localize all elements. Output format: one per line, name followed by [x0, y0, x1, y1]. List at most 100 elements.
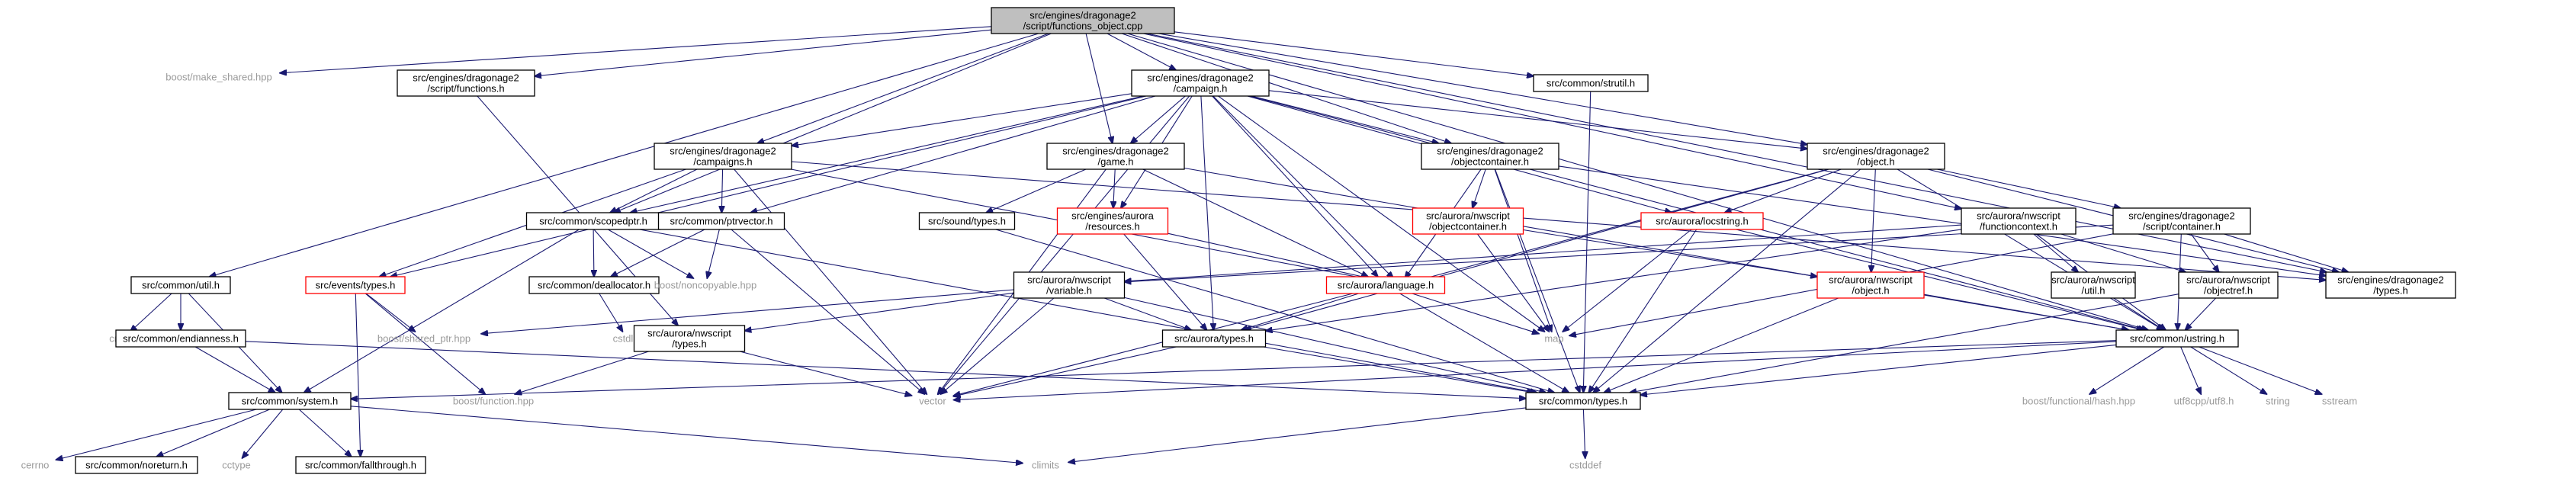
edge-language-to-ctypes [1399, 293, 1569, 393]
node-label-nwutil-1: /util.h [2081, 285, 2105, 297]
node-fallthrough[interactable]: src/common/fallthrough.h [295, 456, 426, 474]
node-hash: boost/functional/hash.hpp [2022, 396, 2135, 407]
edge-root-to-util [210, 33, 1039, 277]
node-label-climits-0: climits [1032, 460, 1060, 471]
edge-dobject-to-ctypes [1593, 168, 1861, 393]
node-label-nwobjcont-1: /objectcontainer.h [1429, 221, 1507, 233]
node-dobject[interactable]: src/engines/dragonage2/object.h [1807, 143, 1945, 170]
node-label-nwtypes-1: /types.h [672, 338, 707, 350]
node-label-objref-0: src/aurora/nwscript [2186, 274, 2270, 286]
edge-objcont-to-dtypes [1558, 165, 2326, 276]
node-label-nwtypes-0: src/aurora/nwscript [647, 328, 731, 339]
node-nwobject[interactable]: src/aurora/nwscript/object.h [1816, 271, 1925, 299]
edge-nwobject-to-ustring [1923, 294, 2129, 330]
node-label-resources-0: src/engines/aurora [1071, 210, 1154, 222]
edge-dobject-to-locstring [1725, 168, 1842, 213]
node-label-dtypes-1: /types.h [2373, 285, 2408, 297]
node-nwutil[interactable]: src/aurora/nwscript/util.h [2051, 271, 2136, 299]
edge-nwobjcont-to-map [1477, 233, 1550, 332]
node-label-nwvariable-1: /variable.h [1046, 285, 1092, 297]
node-label-dfunctions-0: src/engines/dragonage2 [413, 72, 519, 84]
edge-root-to-campaigns [757, 33, 1049, 143]
edge-campaign-to-map [1218, 95, 1545, 332]
node-dealloc[interactable]: src/common/deallocator.h [528, 276, 660, 294]
node-label-root-0: src/engines/dragonage2 [1029, 10, 1136, 21]
node-label-scontainer-1: /script/container.h [2143, 221, 2221, 233]
node-eventstypes[interactable]: src/events/types.h [305, 276, 406, 294]
node-box-campaigns [654, 143, 792, 170]
node-strutil[interactable]: src/common/strutil.h [1533, 74, 1649, 92]
node-box-fctx [1961, 207, 2077, 235]
node-label-scontainer-0: src/engines/dragonage2 [2128, 210, 2235, 222]
node-dtypes[interactable]: src/engines/dragonage2/types.h [2325, 271, 2456, 299]
node-nwtypes[interactable]: src/aurora/nwscript/types.h [633, 325, 746, 352]
node-box-auroratypes [1161, 329, 1267, 348]
edge-campaigns-to-dtypes [791, 161, 2326, 280]
node-soundtypes[interactable]: src/sound/types.h [918, 212, 1016, 230]
node-label-string-0: string [2266, 396, 2290, 407]
edge-locstring-to-map [1563, 229, 1692, 332]
node-label-dobject-1: /object.h [1857, 156, 1894, 168]
node-ctypes[interactable]: src/common/types.h [1525, 392, 1641, 410]
node-label-cstddef-0: cstddef [1569, 460, 1601, 471]
edge-objcont-to-nwobjcont [1473, 168, 1486, 208]
node-label-fctx-0: src/aurora/nwscript [1977, 210, 2060, 222]
edge-system-to-noreturn [156, 409, 270, 457]
edge-campaign-to-ptrvector [750, 95, 1156, 213]
node-util[interactable]: src/common/util.h [130, 276, 231, 294]
node-objcont[interactable]: src/engines/dragonage2/objectcontainer.h [1421, 143, 1559, 170]
node-layer: src/engines/dragonage2/script/functions_… [21, 7, 2456, 474]
edge-auroratypes-to-vector [954, 346, 1177, 396]
node-root[interactable]: src/engines/dragonage2/script/functions_… [991, 7, 1175, 34]
node-objref[interactable]: src/aurora/nwscript/objectref.h [2178, 271, 2279, 299]
edge-scopedptr-to-ctypes [639, 229, 1537, 393]
edge-ustring-to-ctypes [1640, 344, 2117, 395]
edge-strutil-to-ctypes [1583, 91, 1592, 393]
edge-ctypes-to-climits [1068, 407, 1527, 463]
node-ustring[interactable]: src/common/ustring.h [2115, 329, 2239, 348]
node-box-endian [115, 329, 246, 348]
node-label-ctypes-0: src/common/types.h [1539, 396, 1627, 407]
node-box-locstring [1640, 212, 1764, 230]
node-fctx[interactable]: src/aurora/nwscript/functioncontext.h [1961, 207, 2077, 235]
node-label-utf8-0: utf8cpp/utf8.h [2174, 396, 2234, 407]
node-dfunctions[interactable]: src/engines/dragonage2/script/functions.… [397, 69, 535, 97]
node-nwobjcont[interactable]: src/aurora/nwscript/objectcontainer.h [1412, 207, 1524, 235]
node-label-util-0: src/common/util.h [142, 280, 220, 291]
node-label-resources-1: /resources.h [1085, 221, 1140, 233]
edge-campaign-to-auroratypes [1200, 95, 1214, 330]
node-auroratypes[interactable]: src/aurora/types.h [1161, 329, 1267, 348]
node-scopedptr[interactable]: src/common/scopedptr.h [525, 212, 661, 230]
node-endian[interactable]: src/common/endianness.h [115, 329, 246, 348]
node-box-nwutil [2051, 271, 2136, 299]
edge-objcont-to-ctypes [1494, 168, 1580, 393]
node-nwvariable[interactable]: src/aurora/nwscript/variable.h [1013, 271, 1126, 299]
edge-language-to-auroratypes [1241, 293, 1359, 330]
edge-objref-to-ustring [2186, 297, 2217, 330]
edge-nwvariable-to-nwtypes [745, 292, 1014, 331]
node-label-soundtypes-0: src/sound/types.h [928, 216, 1006, 227]
node-ptrvector[interactable]: src/common/ptrvector.h [657, 212, 785, 230]
node-system[interactable]: src/common/system.h [228, 392, 352, 410]
edge-campaign-to-objcont [1251, 95, 1438, 143]
node-box-nwobjcont [1412, 207, 1524, 235]
node-label-nwobject-1: /object.h [1852, 285, 1889, 297]
node-resources[interactable]: src/engines/aurora/resources.h [1056, 207, 1169, 235]
node-campaigns[interactable]: src/engines/dragonage2/campaigns.h [654, 143, 792, 170]
node-noreturn[interactable]: src/common/noreturn.h [75, 456, 198, 474]
edge-ptrvector-to-noncopy [707, 229, 720, 278]
node-box-noreturn [75, 456, 198, 474]
node-scontainer[interactable]: src/engines/dragonage2/script/container.… [2112, 207, 2251, 235]
node-label-campaigns-0: src/engines/dragonage2 [670, 146, 776, 157]
edge-root-to-dtypes [1146, 33, 2327, 272]
edge-dobject-to-scontainer [1937, 168, 2121, 208]
node-label-fctx-1: /functioncontext.h [1980, 221, 2057, 233]
edge-nwvariable-to-auroratypes [1103, 297, 1191, 330]
edge-game-to-soundtypes [986, 168, 1087, 213]
node-game[interactable]: src/engines/dragonage2/game.h [1046, 143, 1185, 170]
node-language[interactable]: src/aurora/language.h [1325, 276, 1446, 294]
node-locstring[interactable]: src/aurora/locstring.h [1640, 212, 1764, 230]
node-campaign[interactable]: src/engines/dragonage2/campaign.h [1131, 69, 1270, 97]
edge-system-to-fallthrough [298, 409, 352, 457]
